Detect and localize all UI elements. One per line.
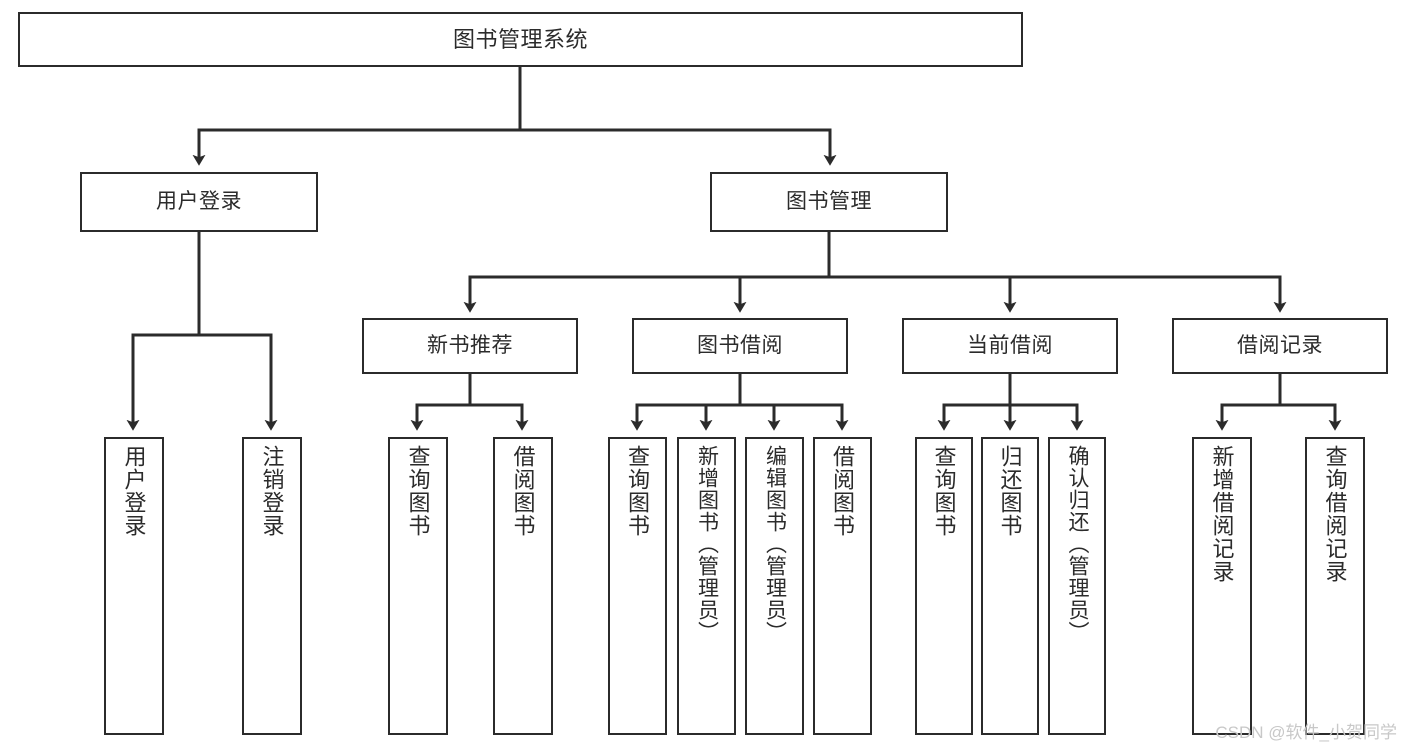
node-leaf-user-login[interactable]: 用户登录 bbox=[104, 437, 164, 735]
node-label: 借阅图书 bbox=[510, 445, 536, 537]
node-book-management-system[interactable]: 图书管理系统 bbox=[18, 12, 1023, 67]
node-leaf-confirm-return[interactable]: 确认归还（管理员） bbox=[1048, 437, 1106, 735]
node-leaf-return-book[interactable]: 归还图书 bbox=[981, 437, 1039, 735]
node-label: 图书管理 bbox=[786, 189, 872, 213]
node-leaf-borrow-book-1[interactable]: 借阅图书 bbox=[493, 437, 553, 735]
node-label: 用户登录 bbox=[121, 445, 147, 537]
node-label: 查询图书 bbox=[625, 445, 651, 537]
node-leaf-add-book[interactable]: 新增图书（管理员） bbox=[677, 437, 736, 735]
node-label: 新增图书（管理员） bbox=[695, 445, 719, 643]
node-label: 编辑图书（管理员） bbox=[763, 445, 787, 643]
node-label: 新增借阅记录 bbox=[1209, 445, 1235, 583]
node-label: 归还图书 bbox=[997, 445, 1023, 537]
node-label: 注销登录 bbox=[259, 445, 285, 537]
node-leaf-add-record[interactable]: 新增借阅记录 bbox=[1192, 437, 1252, 735]
node-label: 查询图书 bbox=[405, 445, 431, 537]
node-label: 查询借阅记录 bbox=[1322, 445, 1348, 583]
node-label: 新书推荐 bbox=[427, 333, 513, 357]
node-label: 查询图书 bbox=[931, 445, 957, 537]
node-leaf-logout[interactable]: 注销登录 bbox=[242, 437, 302, 735]
node-label: 借阅图书 bbox=[830, 445, 856, 537]
node-leaf-query-book-1[interactable]: 查询图书 bbox=[388, 437, 448, 735]
node-label: 用户登录 bbox=[156, 189, 242, 213]
csdn-watermark: CSDN @软件_小贺同学 bbox=[1215, 723, 1397, 742]
node-borrow-record[interactable]: 借阅记录 bbox=[1172, 318, 1388, 374]
node-leaf-query-book-2[interactable]: 查询图书 bbox=[608, 437, 667, 735]
node-leaf-query-record[interactable]: 查询借阅记录 bbox=[1305, 437, 1365, 735]
node-new-book-recommend[interactable]: 新书推荐 bbox=[362, 318, 578, 374]
node-book-borrow[interactable]: 图书借阅 bbox=[632, 318, 848, 374]
node-user-login[interactable]: 用户登录 bbox=[80, 172, 318, 232]
node-label: 借阅记录 bbox=[1237, 333, 1323, 357]
node-leaf-borrow-book-2[interactable]: 借阅图书 bbox=[813, 437, 872, 735]
node-label: 图书管理系统 bbox=[452, 26, 588, 52]
node-leaf-query-book-3[interactable]: 查询图书 bbox=[915, 437, 973, 735]
node-book-manage[interactable]: 图书管理 bbox=[710, 172, 948, 232]
node-label: 确认归还（管理员） bbox=[1066, 445, 1090, 643]
node-label: 当前借阅 bbox=[967, 333, 1053, 357]
node-leaf-edit-book[interactable]: 编辑图书（管理员） bbox=[745, 437, 804, 735]
node-current-borrow[interactable]: 当前借阅 bbox=[902, 318, 1118, 374]
node-label: 图书借阅 bbox=[697, 333, 783, 357]
